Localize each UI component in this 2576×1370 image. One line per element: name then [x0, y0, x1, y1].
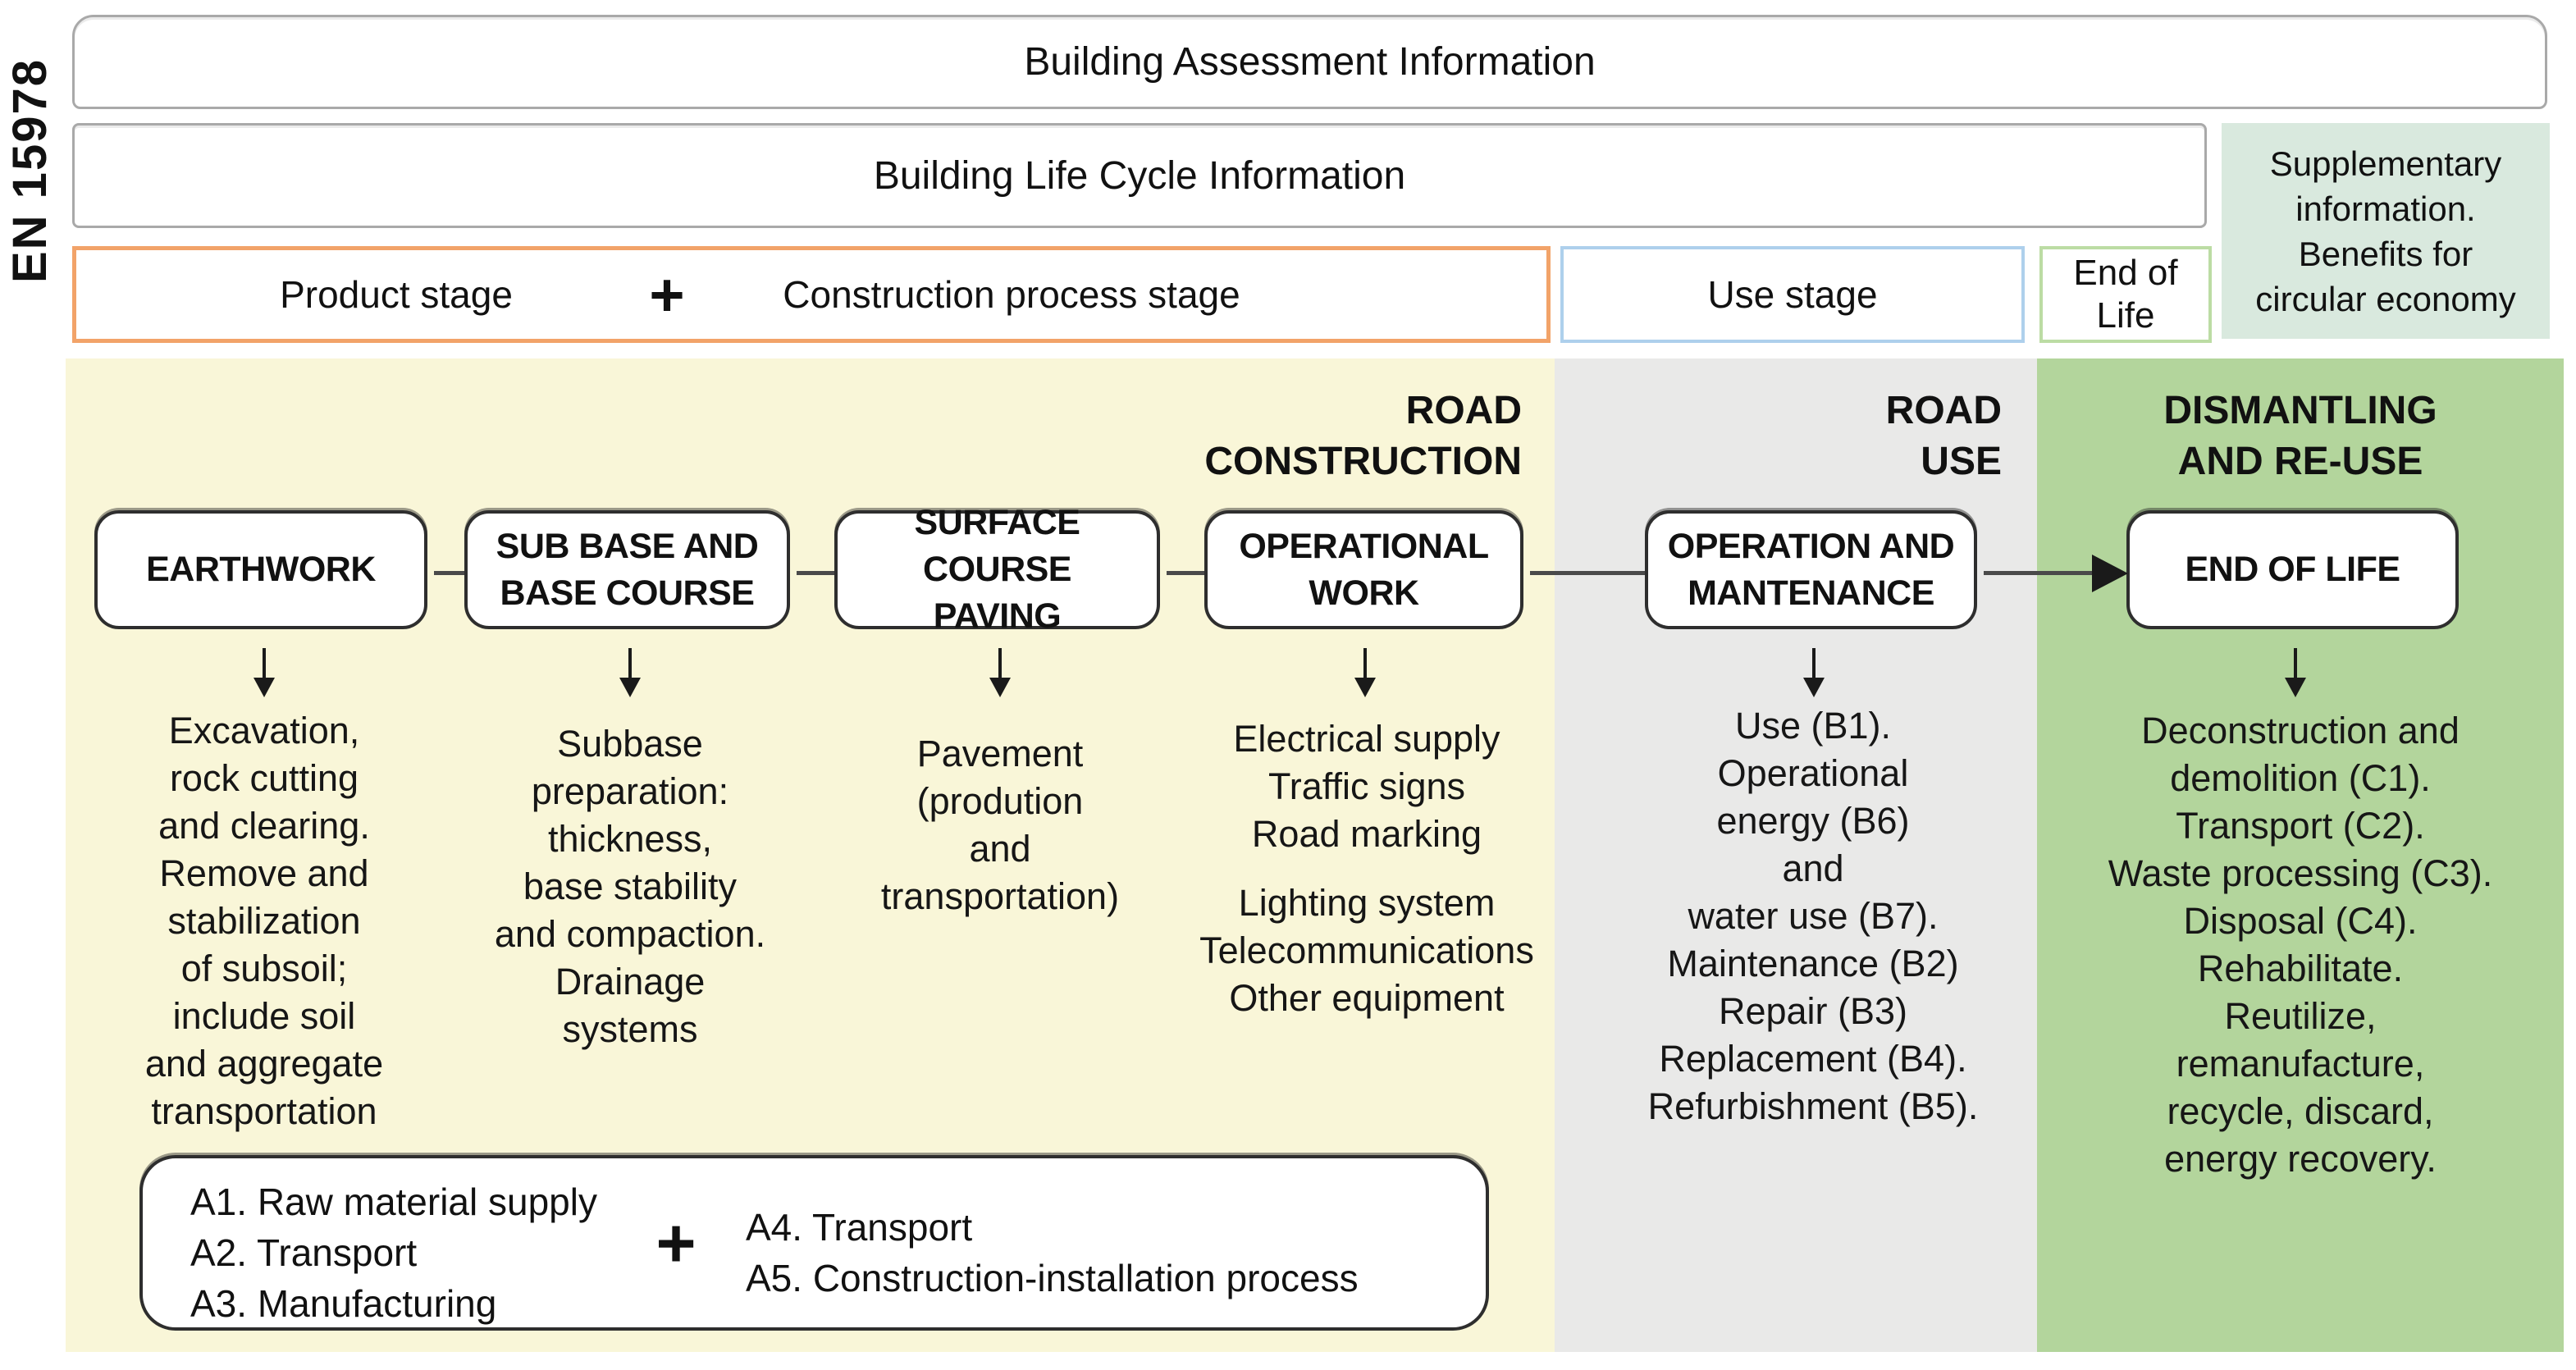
connector-line [1984, 571, 2094, 575]
standard-label: EN 15978 [2, 58, 57, 283]
product-construction-stage-box: Product stage + Construction process sta… [72, 246, 1551, 343]
process-box-end-of-life: END OF LIFE [2126, 510, 2459, 629]
plus-icon: + [655, 1203, 697, 1281]
plus-icon: + [649, 260, 685, 329]
building-assessment-title: Building Assessment Information [1024, 40, 1596, 84]
down-arrow-icon [253, 678, 275, 697]
use-stage-label: Use stage [1707, 273, 1878, 316]
process-box-earthwork: EARTHWORK [94, 510, 427, 629]
down-arrow-icon [619, 678, 641, 697]
product-stage-label: Product stage [280, 273, 513, 316]
down-arrow-icon [1354, 678, 1376, 697]
down-arrow-icon [1812, 648, 1816, 678]
down-arrow-icon [989, 678, 1011, 697]
connector-line [797, 571, 834, 575]
right-arrow-icon [2092, 555, 2128, 592]
down-arrow-icon [998, 648, 1002, 678]
down-arrow-icon [2294, 648, 2297, 678]
building-life-cycle-box: Building Life Cycle Information [72, 123, 2207, 228]
building-life-cycle-title: Building Life Cycle Information [873, 153, 1406, 198]
connector-line [1167, 571, 1204, 575]
down-arrow-icon [2285, 678, 2306, 697]
down-arrow-icon [1363, 648, 1367, 678]
building-assessment-box: Building Assessment Information [72, 15, 2547, 109]
down-arrow-icon [628, 648, 632, 678]
down-arrow-icon [1803, 678, 1825, 697]
construction-process-stage-label: Construction process stage [783, 273, 1240, 316]
down-arrow-icon [263, 648, 266, 678]
connector-line [434, 571, 464, 575]
use-stage-box: Use stage [1560, 246, 2025, 343]
connector-line [1530, 571, 1645, 575]
